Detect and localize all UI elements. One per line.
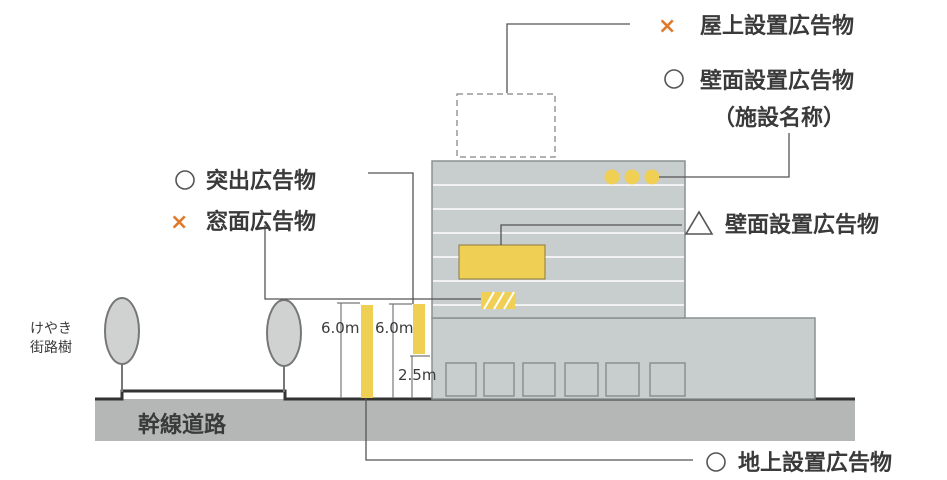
ground-sign <box>361 305 373 398</box>
window-label: 窓面広告物 <box>206 209 316 235</box>
clearance-label: 2.5m <box>398 366 436 384</box>
tree-left <box>104 297 140 392</box>
height-label-left: 6.0m <box>321 319 359 337</box>
building <box>431 160 816 400</box>
floor-lines <box>433 184 684 306</box>
wall-sign <box>458 244 546 280</box>
ground-allowed-icon <box>706 452 726 472</box>
road-label: 幹線道路 <box>138 412 227 438</box>
road: 幹線道路 <box>95 389 855 441</box>
leader-wall-name <box>659 133 790 178</box>
projecting-label: 突出広告物 <box>206 168 316 194</box>
window-not-allowed-icon: × <box>170 210 188 235</box>
leader-wall-sign <box>500 224 682 245</box>
ground-label: 地上設置広告物 <box>738 450 892 476</box>
wall-sign-label: 壁面設置広告物 <box>725 212 879 238</box>
wall-name-label-line1: 壁面設置広告物 <box>700 68 854 94</box>
leader-projecting <box>368 172 414 304</box>
window-sign <box>481 291 515 310</box>
road-surface <box>95 399 855 441</box>
tree-label-line1: けやき <box>30 321 72 337</box>
dimension-lines <box>337 302 430 398</box>
building-tower <box>431 160 686 319</box>
wall-sign-conditional-icon <box>684 210 714 235</box>
wall-name-allowed-icon <box>664 69 684 89</box>
ground-floor-windows <box>445 362 686 397</box>
rooftop-label: 屋上設置広告物 <box>700 13 854 39</box>
rooftop-not-allowed-icon: × <box>658 14 676 39</box>
ground-line <box>95 389 855 401</box>
leader-ground <box>365 398 693 461</box>
tree-label-line2: 街路樹 <box>30 340 72 356</box>
tree-right <box>266 299 302 392</box>
leader-window <box>264 225 481 300</box>
projecting-allowed-icon <box>175 170 195 190</box>
wall-name-label-line2: （施設名称） <box>713 105 845 131</box>
leader-rooftop <box>506 23 630 93</box>
rooftop-sign-outline <box>456 93 556 158</box>
wall-name-sign <box>604 169 660 185</box>
projecting-sign <box>413 304 425 354</box>
height-label-right: 6.0m <box>375 319 413 337</box>
